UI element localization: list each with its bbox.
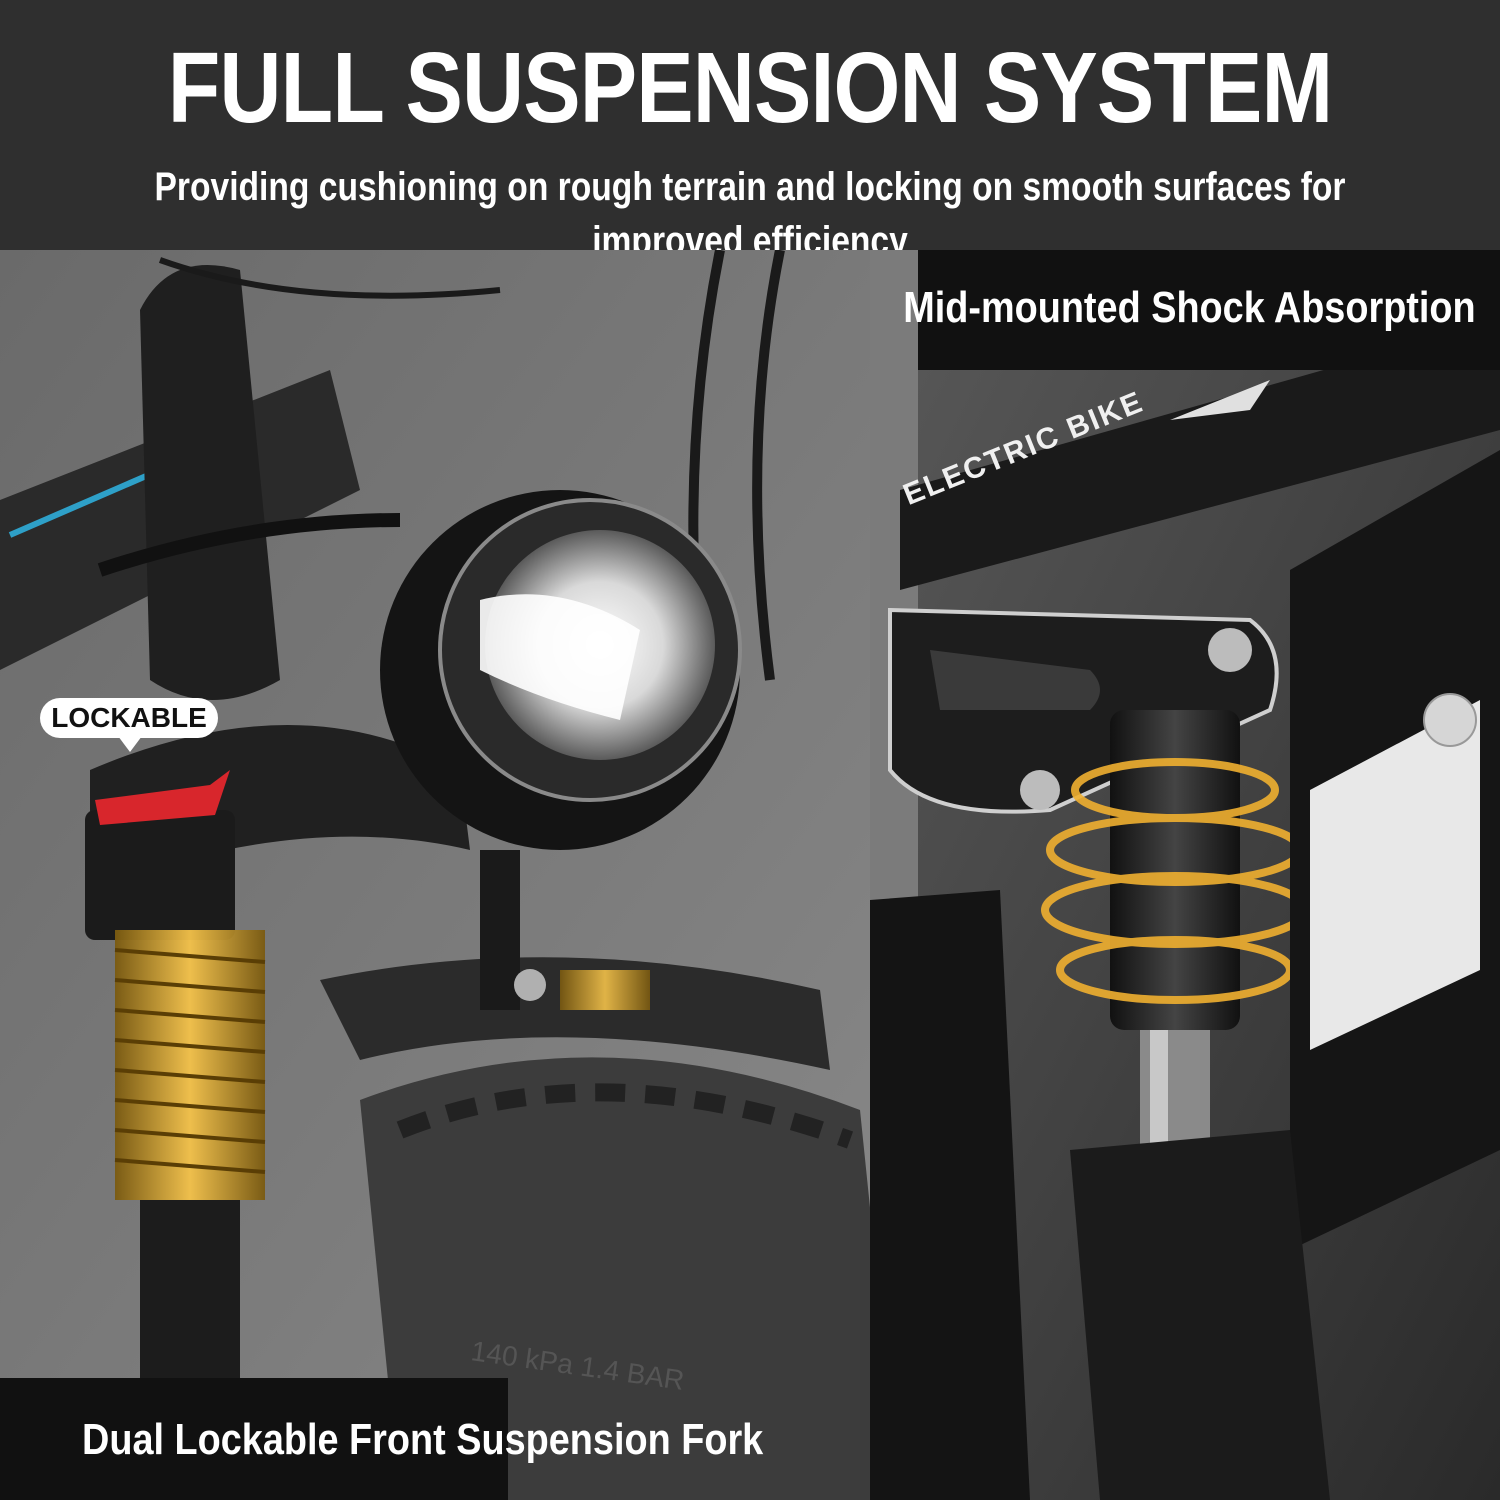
front-suspension-fork-label: Dual Lockable Front Suspension Fork [0,1378,763,1500]
front-suspension-fork-text: Dual Lockable Front Suspension Fork [82,1415,764,1464]
lockable-tag: LOCKABLE [40,698,218,738]
page-title: FULL SUSPENSION SYSTEM [167,32,1333,144]
mid-mounted-shock-label: Mid-mounted Shock Absorption [904,250,1500,370]
front-fork-photo: 140 kPa 1.4 BAR [0,250,920,1500]
mid-mounted-shock-text: Mid-mounted Shock Absorption [903,283,1476,332]
header-banner: FULL SUSPENSION SYSTEM Providing cushion… [0,0,1500,263]
page-subtitle: Providing cushioning on rough terrain an… [154,165,1346,263]
rear-shock-photo [870,250,1500,1500]
lockable-tag-pointer [118,736,142,752]
